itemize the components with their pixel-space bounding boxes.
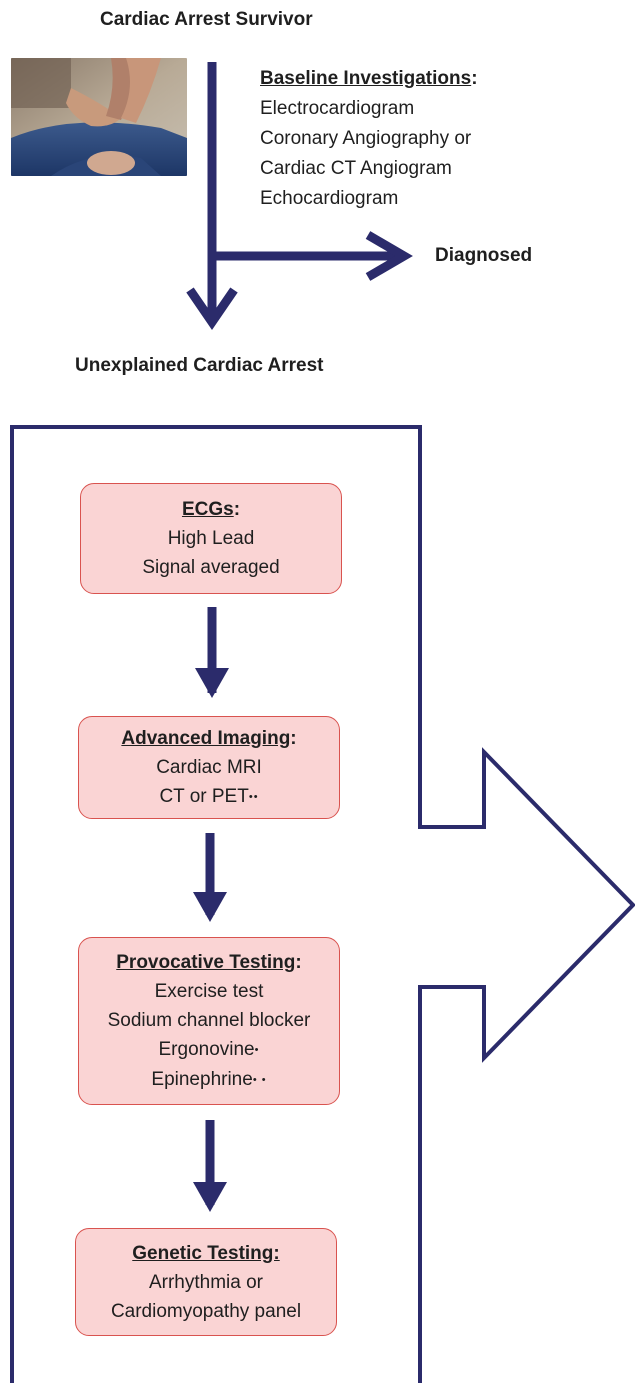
imaging-header-text: Advanced Imaging (121, 727, 291, 749)
provocative-line-text: Epinephrine (151, 1068, 253, 1090)
provocative-box-line: Sodium channel blocker (107, 1009, 311, 1031)
baseline-header-text: Baseline Investigations (260, 68, 472, 89)
imaging-box: Advanced Imaging: Cardiac MRI CT or PET•… (78, 716, 340, 819)
provocative-box-line: Ergonovine• (159, 1035, 260, 1065)
provocative-box-line: Exercise test (154, 980, 264, 1002)
diagnosed-arrow (212, 231, 413, 281)
imaging-header-colon: : (290, 727, 297, 749)
imaging-box-line: Cardiac MRI (156, 756, 262, 778)
unexplained-label: Unexplained Cardiac Arrest (75, 355, 324, 376)
genetic-box-header: Genetic Testing: (132, 1242, 280, 1264)
baseline-item: Coronary Angiography or (260, 128, 472, 149)
baseline-item: Electrocardiogram (260, 98, 415, 119)
main-down-arrow (186, 62, 238, 330)
arrow-imaging-to-provocative (193, 833, 227, 922)
provocative-box-header: Provocative Testing: (116, 948, 301, 977)
baseline-header: Baseline Investigations: (260, 64, 478, 94)
provocative-header-colon: : (295, 951, 302, 973)
footnote-mark: • (254, 1043, 260, 1056)
ecg-box-line: High Lead (167, 528, 255, 549)
imaging-box-header: Advanced Imaging: (121, 724, 296, 753)
baseline-header-colon: : (471, 68, 478, 89)
baseline-investigations: Baseline Investigations: Electrocardiogr… (260, 64, 478, 214)
workup-frame-arrow (10, 425, 635, 1383)
baseline-item: Cardiac CT Angiogram (260, 158, 452, 179)
footnote-mark: •• (248, 790, 259, 803)
ecg-header-text: ECGs (181, 499, 234, 520)
imaging-line-text: CT or PET (159, 785, 249, 807)
ecg-box-line: Signal averaged (142, 557, 280, 578)
arrow-provocative-to-genetic (193, 1120, 227, 1212)
provocative-header-text: Provocative Testing (116, 951, 296, 973)
provocative-line-text: Ergonovine (158, 1038, 255, 1060)
cpr-photo (11, 58, 187, 176)
imaging-box-line: CT or PET•• (159, 782, 258, 812)
diagram-title: Cardiac Arrest Survivor (100, 9, 313, 30)
genetic-box-line: Cardiomyopathy panel (110, 1300, 302, 1322)
genetic-box: Genetic Testing: Arrhythmia or Cardiomyo… (75, 1228, 337, 1336)
diagnosed-label: Diagnosed (435, 245, 533, 266)
provocative-box-line: Epinephrine• • (151, 1065, 266, 1095)
ecg-header-colon: : (233, 499, 241, 520)
footnote-mark: • • (252, 1073, 267, 1086)
baseline-item: Echocardiogram (260, 188, 399, 209)
genetic-box-line: Arrhythmia or (148, 1271, 264, 1293)
ecg-box-header: ECGs: (182, 495, 240, 524)
provocative-box: Provocative Testing: Exercise test Sodiu… (78, 937, 340, 1105)
arrow-ecg-to-imaging (195, 607, 229, 698)
ecg-box: ECGs: High Lead Signal averaged (80, 483, 342, 594)
